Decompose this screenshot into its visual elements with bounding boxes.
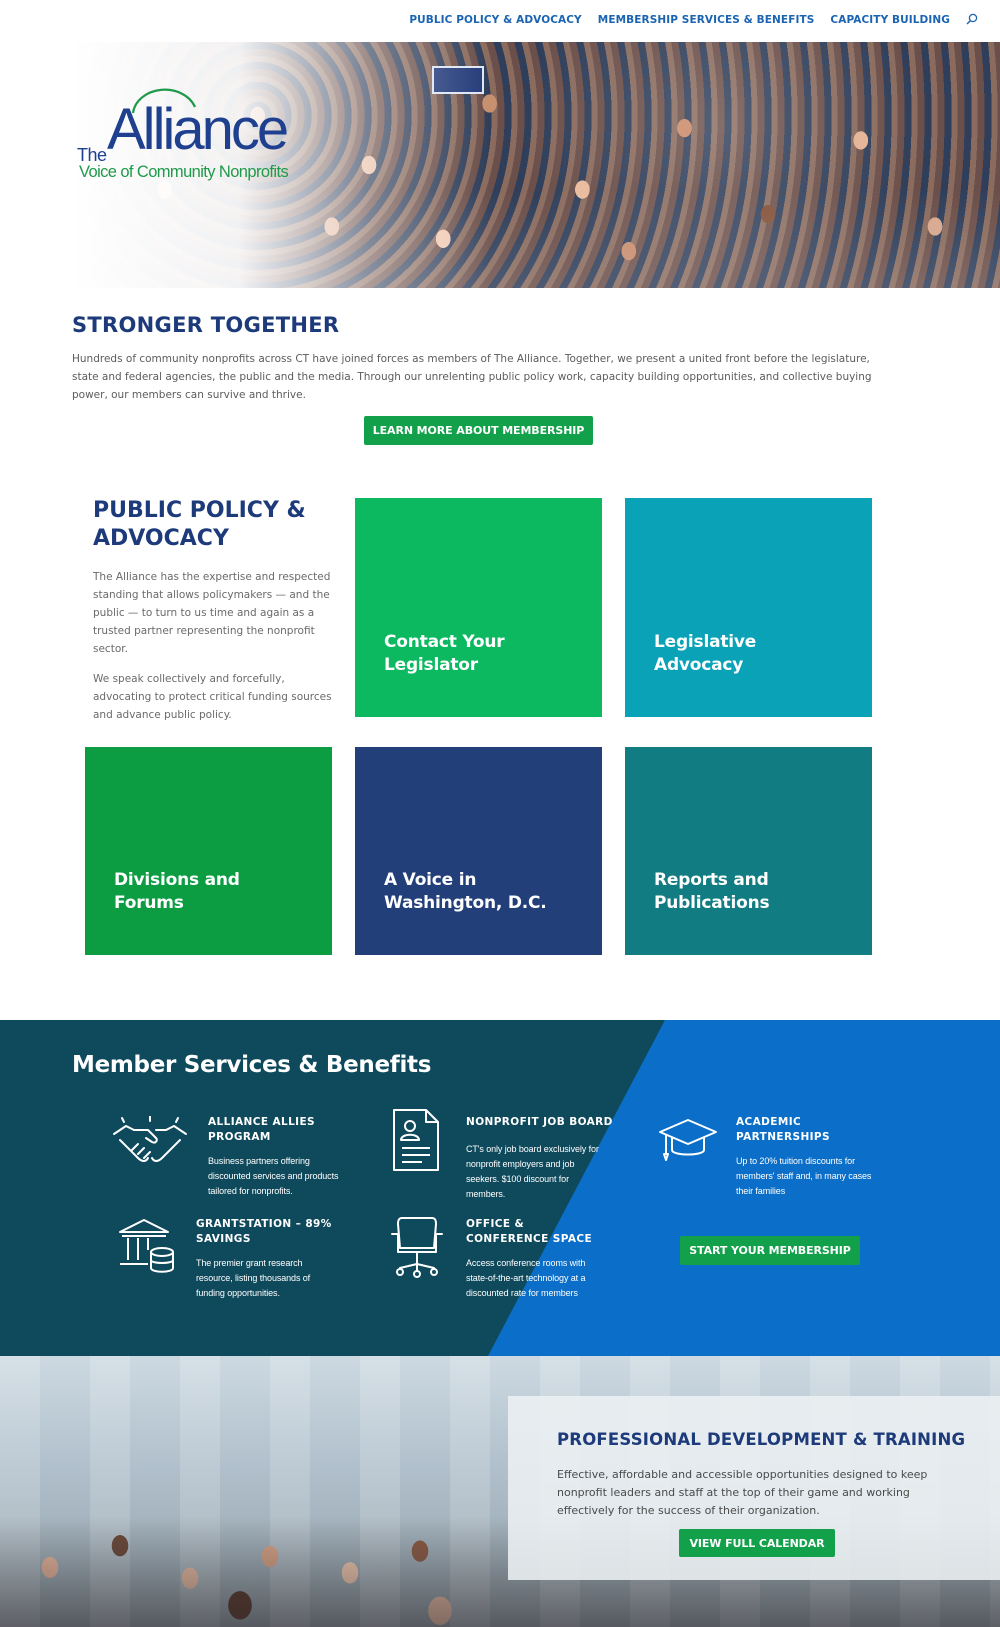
logo-the: The (77, 145, 107, 165)
service-heading: NONPROFIT JOB BOARD (466, 1116, 613, 1128)
tile-divisions-forums[interactable]: Divisions and Forums (85, 747, 332, 955)
public-policy-heading: PUBLIC POLICY & ADVOCACY (93, 498, 306, 551)
policy-paragraph: We speak collectively and forcefully, ad… (93, 673, 332, 721)
tile-contact-legislator[interactable]: Contact Your Legislator (355, 498, 602, 717)
service-heading: OFFICE & CONFERENCE SPACE (466, 1218, 593, 1245)
logo-tagline: Voice of Community Nonprofits (79, 163, 289, 181)
graduation-cap-icon (659, 1119, 717, 1161)
member-services-section: Member Services & Benefits ALLIANCE ALLI… (0, 1020, 1000, 1356)
nav-menu: PUBLIC POLICY & ADVOCACY MEMBERSHIP SERV… (409, 13, 980, 27)
tile-label: Contact Your Legislator (384, 632, 505, 675)
hero-fade-overlay (72, 42, 1000, 288)
tile-label: Reports and Publications (654, 870, 770, 913)
member-services-heading: Member Services & Benefits (72, 1052, 432, 1078)
nav-membership-services[interactable]: MEMBERSHIP SERVICES & BENEFITS (597, 14, 815, 26)
bank-coins-icon (119, 1219, 174, 1273)
service-description: CT's only job board exclusively for nonp… (466, 1144, 599, 1199)
policy-paragraph: The Alliance has the expertise and respe… (93, 571, 331, 655)
service-heading: ACADEMIC PARTNERSHIPS (736, 1116, 830, 1143)
office-chair-icon (391, 1217, 443, 1278)
tile-label: Divisions and Forums (114, 870, 240, 913)
view-calendar-button[interactable]: VIEW FULL CALENDAR (679, 1529, 835, 1557)
service-description: Up to 20% tuition discounts for members'… (736, 1156, 872, 1196)
job-board-icon (393, 1109, 439, 1171)
start-membership-button[interactable]: START YOUR MEMBERSHIP (680, 1236, 860, 1265)
alliance-logo[interactable]: The Alliance Voice of Community Nonprofi… (75, 85, 315, 185)
training-heading: PROFESSIONAL DEVELOPMENT & TRAINING (557, 1430, 966, 1449)
service-heading: GRANTSTATION – 89% SAVINGS (196, 1218, 332, 1245)
top-navigation: PUBLIC POLICY & ADVOCACY MEMBERSHIP SERV… (0, 0, 1000, 42)
search-icon[interactable] (966, 13, 980, 27)
tile-reports-publications[interactable]: Reports and Publications (625, 747, 872, 955)
logo-name: Alliance (107, 97, 289, 162)
training-text: Effective, affordable and accessible opp… (557, 1468, 928, 1517)
service-description: Business partners offering discounted se… (208, 1156, 339, 1196)
tile-legislative-advocacy[interactable]: Legislative Advocacy (625, 498, 872, 717)
handshake-icon (113, 1116, 187, 1162)
tile-label: Legislative Advocacy (654, 632, 757, 675)
tile-voice-washington[interactable]: A Voice in Washington, D.C. (355, 747, 602, 955)
service-description: Access conference rooms with state-of-th… (466, 1258, 586, 1298)
logo-arc-icon (131, 88, 197, 114)
hero-crowd-photo (72, 42, 1000, 288)
service-heading: ALLIANCE ALLIES PROGRAM (208, 1116, 316, 1143)
stronger-together-text: Hundreds of community nonprofits across … (72, 353, 872, 401)
service-description: The premier grant research resource, lis… (196, 1258, 311, 1298)
learn-more-membership-button[interactable]: LEARN MORE ABOUT MEMBERSHIP (364, 416, 593, 445)
nav-capacity-building[interactable]: CAPACITY BUILDING (830, 14, 950, 26)
tile-label: A Voice in Washington, D.C. (384, 870, 547, 913)
nav-public-policy[interactable]: PUBLIC POLICY & ADVOCACY (409, 14, 582, 26)
public-policy-text: The Alliance has the expertise and respe… (93, 568, 333, 736)
stronger-together-heading: STRONGER TOGETHER (72, 313, 340, 337)
